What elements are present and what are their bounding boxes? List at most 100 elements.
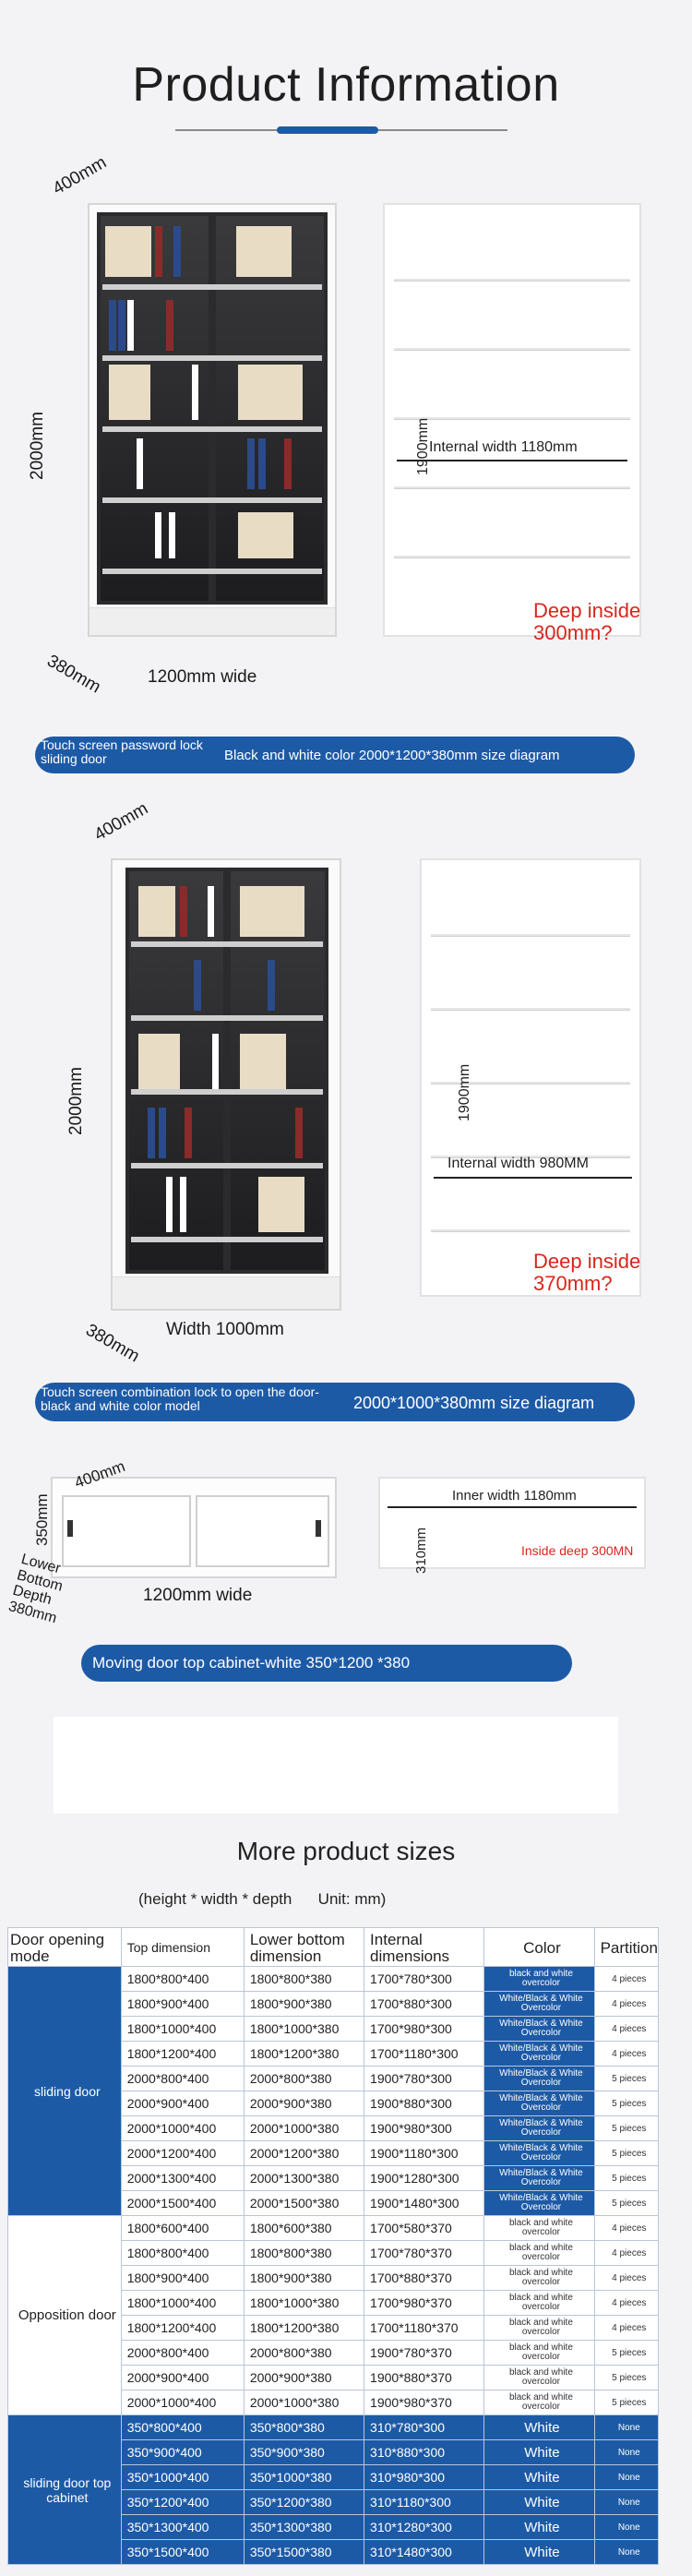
cell-color: black and white overcolor <box>483 1966 595 1992</box>
cell-lower: 2000*1500*380 <box>243 2190 365 2216</box>
cell-lower: 2000*900*380 <box>243 2091 365 2116</box>
diagram-2: 400mm 2000mm 380mm Width 1000mm 1900mm I… <box>0 799 692 1431</box>
inside-deep-label: Inside deep 300MN <box>521 1543 634 1558</box>
internal-width-arrow <box>397 460 627 461</box>
cell-lower: 350*1200*380 <box>243 2489 365 2515</box>
deep-inside-label: Deep inside 300mm? <box>533 599 641 645</box>
cell-internal: 1700*880*370 <box>364 2265 485 2291</box>
header-mode: Door opening mode <box>7 1927 122 1967</box>
cell-partition: 5 pieces <box>593 2140 660 2166</box>
cell-lower: 1800*1200*380 <box>243 2315 365 2341</box>
books-illustration <box>138 886 304 1232</box>
cell-partition: 4 pieces <box>593 1966 660 1992</box>
cell-internal: 310*1280*300 <box>364 2514 485 2540</box>
cell-partition: 5 pieces <box>593 2365 660 2390</box>
cell-color: black and white overcolor <box>483 2390 595 2415</box>
diagram-1-banner: Touch screen password lock sliding door … <box>35 737 635 773</box>
header-partition: Partition <box>593 1927 660 1967</box>
cell-internal: 310*880*300 <box>364 2439 485 2465</box>
cell-top: 2000*800*400 <box>120 2066 245 2091</box>
interior-image <box>383 203 641 637</box>
cell-color: White/Black & White Overcolor <box>483 2115 595 2141</box>
cell-color: White <box>483 2514 595 2540</box>
group-label: sliding door top cabinet <box>7 2414 122 2565</box>
cell-partition: None <box>593 2439 660 2465</box>
cell-color: White <box>483 2414 595 2440</box>
depth-label: 400mm <box>90 798 152 845</box>
cell-lower: 350*1300*380 <box>243 2514 365 2540</box>
cell-partition: None <box>593 2464 660 2490</box>
cell-color: White/Black & White Overcolor <box>483 2041 595 2067</box>
cell-lower: 1800*800*380 <box>243 1966 365 1992</box>
internal-width-label: Internal width 1180mm <box>429 439 578 455</box>
sizes-title: More product sizes <box>236 1837 456 1865</box>
cell-partition: None <box>593 2514 660 2540</box>
cell-color: black and white overcolor <box>483 2315 595 2341</box>
cell-internal: 310*980*300 <box>364 2464 485 2490</box>
cell-lower: 1800*600*380 <box>243 2215 365 2241</box>
cell-lower: 2000*1200*380 <box>243 2140 365 2166</box>
width-label: Width 1000mm <box>166 1320 284 1339</box>
cell-lower: 1800*1000*380 <box>243 2290 365 2316</box>
cell-partition: 4 pieces <box>593 2016 660 2042</box>
table-header-row: Door opening mode Top dimension Lower bo… <box>7 1927 660 1967</box>
cell-top: 1800*800*400 <box>120 1966 245 1992</box>
cell-lower: 1800*900*380 <box>243 1991 365 2017</box>
cell-internal: 1700*880*300 <box>364 1991 485 2017</box>
cell-partition: 4 pieces <box>593 2315 660 2341</box>
cell-partition: None <box>593 2539 660 2565</box>
cell-top: 2000*1300*400 <box>120 2165 245 2191</box>
cell-partition: 5 pieces <box>593 2190 660 2216</box>
cell-top: 350*800*400 <box>120 2414 245 2440</box>
cell-partition: 5 pieces <box>593 2390 660 2415</box>
cell-top: 2000*800*400 <box>120 2340 245 2366</box>
inner-width-arrow <box>388 1506 637 1508</box>
cell-partition: 5 pieces <box>593 2115 660 2141</box>
banner-right-text: 2000*1000*380mm size diagram <box>353 1394 595 1412</box>
cell-internal: 1900*1480*300 <box>364 2190 485 2216</box>
inner-width-label: Inner width 1180mm <box>452 1488 577 1504</box>
cabinet-shelves <box>97 212 328 605</box>
cell-color: black and white overcolor <box>483 2215 595 2241</box>
cell-color: White/Black & White Overcolor <box>483 1991 595 2017</box>
title-divider-accent <box>277 126 378 134</box>
banner-left-text: Touch screen combination lock to open th… <box>41 1384 319 1413</box>
cell-top: 1800*1200*400 <box>120 2041 245 2067</box>
depth-bottom-label: 380mm <box>82 1320 143 1367</box>
cell-partition: 5 pieces <box>593 2165 660 2191</box>
cell-lower: 2000*1000*380 <box>243 2115 365 2141</box>
cell-color: White <box>483 2489 595 2515</box>
cell-internal: 310*780*300 <box>364 2414 485 2440</box>
header-lower: Lower bottom dimension <box>243 1927 365 1967</box>
cell-partition: None <box>593 2414 660 2440</box>
cell-color: White/Black & White Overcolor <box>483 2091 595 2116</box>
cell-internal: 1900*980*300 <box>364 2115 485 2141</box>
diagram-1: 400mm 2000mm 380mm 1200mm wide 1900mm In… <box>0 148 692 785</box>
top-cabinet-image <box>51 1477 337 1578</box>
internal-height-label: 1900mm <box>457 1063 472 1121</box>
cell-lower: 2000*800*380 <box>243 2066 365 2091</box>
cabinet-shelves <box>125 868 328 1274</box>
cell-lower: 350*1000*380 <box>243 2464 365 2490</box>
cell-top: 350*1200*400 <box>120 2489 245 2515</box>
cell-color: White <box>483 2439 595 2465</box>
banner-text: Moving door top cabinet-white 350*1200 *… <box>92 1654 411 1671</box>
cell-color: black and white overcolor <box>483 2265 595 2291</box>
cell-top: 1800*1000*400 <box>120 2016 245 2042</box>
cell-lower: 1800*800*380 <box>243 2240 365 2266</box>
cell-color: black and white overcolor <box>483 2365 595 2390</box>
height-label: 2000mm <box>66 1067 86 1135</box>
cell-top: 350*900*400 <box>120 2439 245 2465</box>
